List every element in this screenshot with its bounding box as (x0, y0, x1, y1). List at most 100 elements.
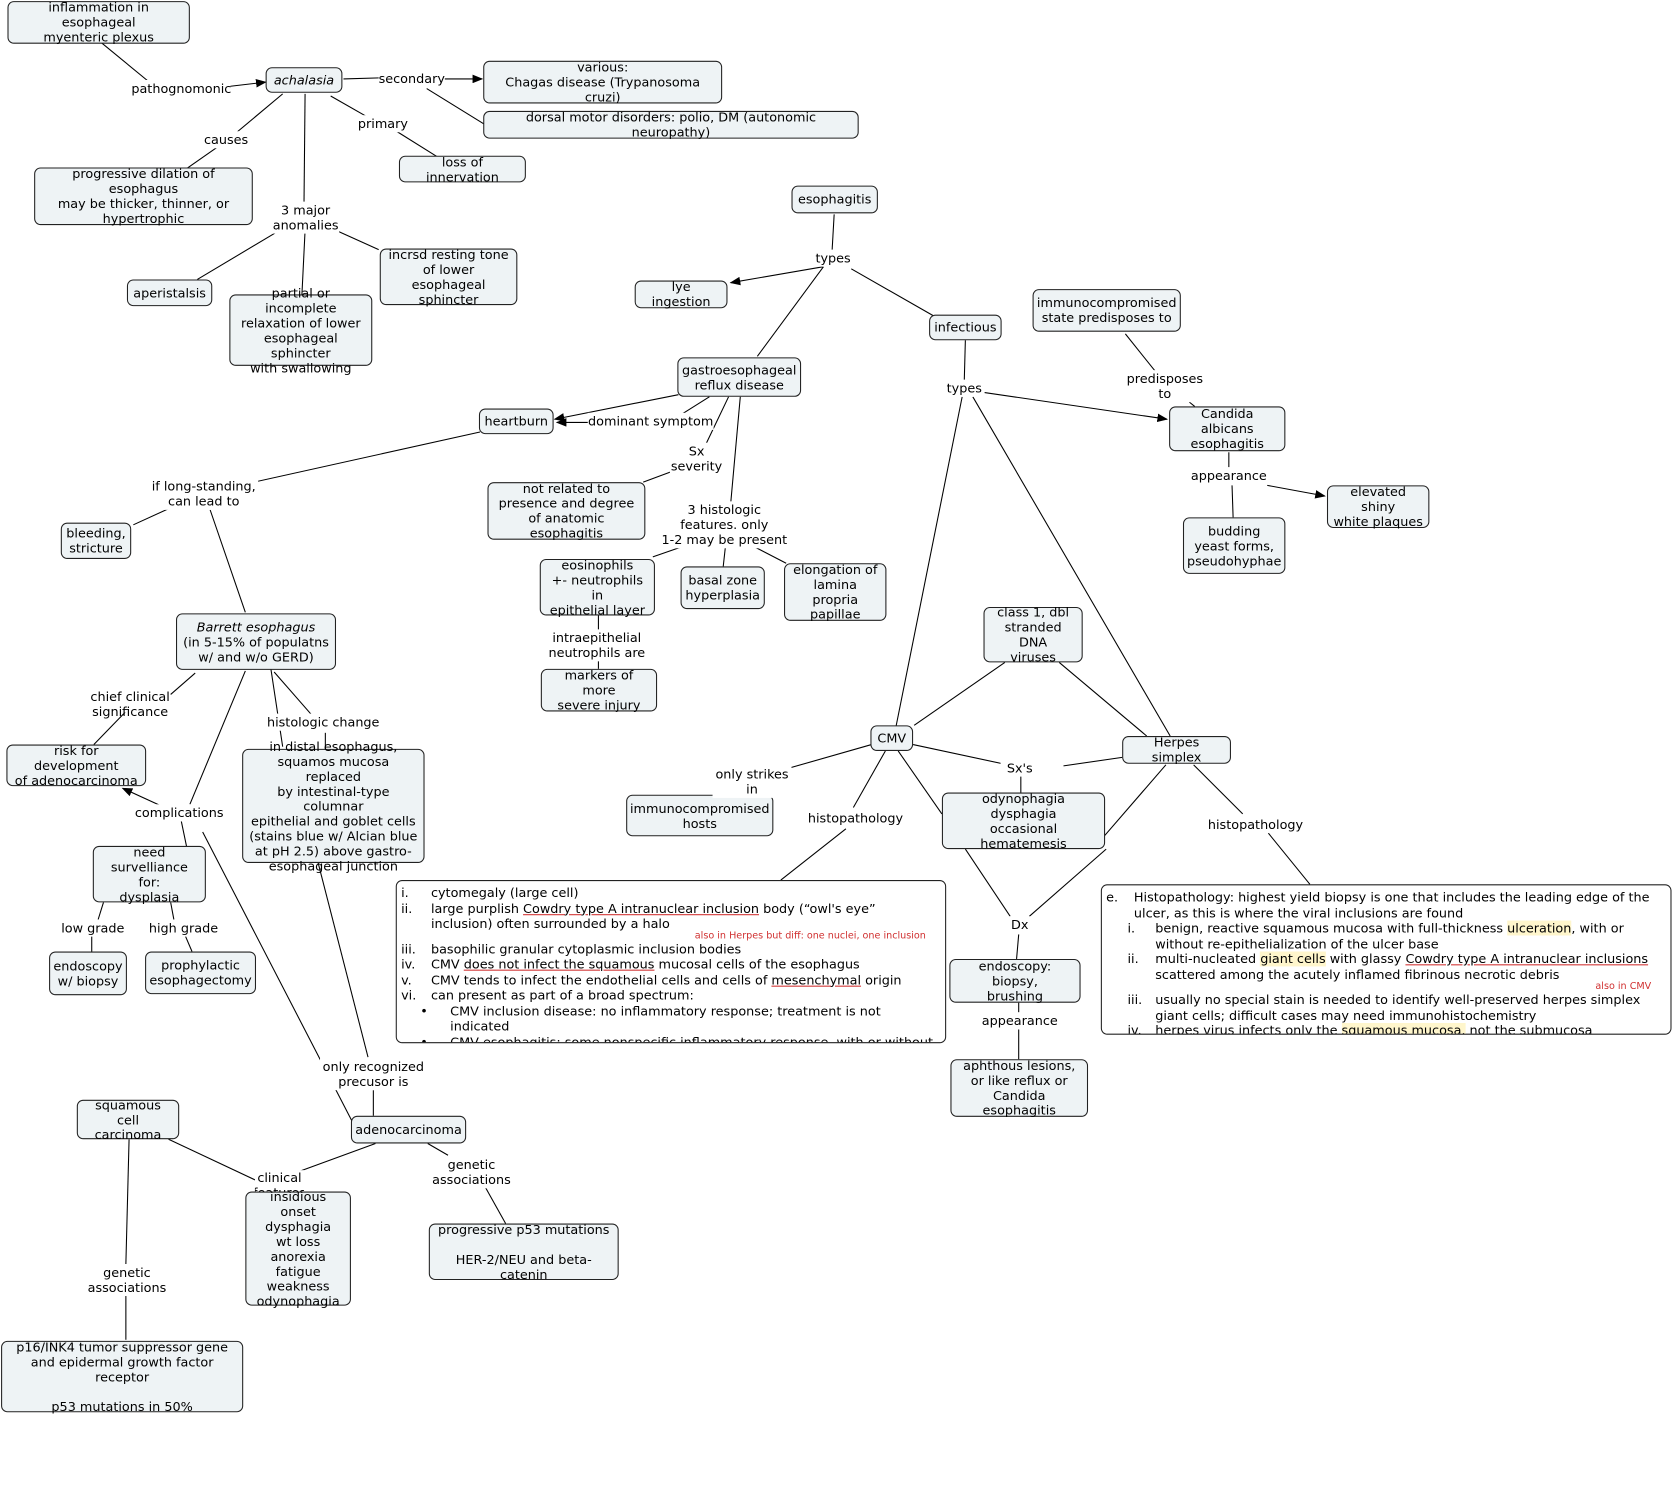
cmv-note-item: •CMV inclusion disease: no inflammatory … (401, 1003, 936, 1034)
label-3-major-anomalies: 3 major anomalies (272, 201, 340, 234)
cmv-note-item-text: can present as part of a broad spectrum: (430, 987, 694, 1003)
cmv-note-item-annotation: also in Herpes but diff: one nuclei, one… (694, 930, 926, 942)
node-herpes-simplex[interactable]: Herpes simplex (1122, 735, 1231, 765)
label-intraepithelial-neutrophils: intraepithelial neutrophils are (546, 629, 648, 662)
herpes-note-item-text: benign, reactive squamous mucosa with fu… (1155, 920, 1624, 951)
node-cmv[interactable]: CMV (870, 725, 914, 751)
cmv-note-item: iii.basophilic granular cytoplasmic incl… (401, 941, 936, 956)
node-achalasia[interactable]: achalasia (265, 67, 343, 93)
label-only-recognized-precursor: only recognized precusor is (320, 1058, 427, 1091)
label-types-infectious: types (944, 379, 985, 397)
label-pathognomonic: pathognomonic (131, 80, 232, 98)
node-infectious[interactable]: infectious (929, 314, 1002, 341)
node-risk-adenocarcinoma[interactable]: risk for development of adenocarcinoma (6, 743, 147, 788)
cmv-note-item-text: large purplish Cowdry type A intranuclea… (431, 901, 937, 942)
cmv-note-item-number: vi. (401, 987, 417, 1003)
herpes-note-item-number: i. (1127, 920, 1136, 936)
node-p53-her2[interactable]: progressive p53 mutations HER-2/NEU and … (428, 1222, 619, 1282)
node-basal-zone-hyperplasia[interactable]: basal zone hyperplasia (680, 566, 765, 610)
label-sxs: Sx's (1000, 759, 1039, 777)
cmv-note-item-text: CMV does not infect the squamous mucosal… (430, 956, 860, 972)
label-histologic-change: histologic change (266, 713, 380, 731)
label-appearance-herpes: appearance (981, 1012, 1059, 1030)
node-class1-dna-viruses[interactable]: class 1, dbl stranded DNA viruses (983, 605, 1083, 665)
cmv-histopathology-note: i.cytomegaly (large cell)ii.large purpli… (395, 880, 947, 1044)
node-endoscopy-biopsy[interactable]: endoscopy w/ biopsy (49, 951, 127, 996)
node-myenteric-inflammation[interactable]: inflammation in esophageal myenteric ple… (7, 0, 190, 45)
node-insidious-onset-features[interactable]: insidious onset dysphagia wt loss anorex… (245, 1189, 351, 1308)
node-immunocompromised-hosts[interactable]: immunocompromised hosts (626, 794, 774, 837)
label-genetic-associations-squamous: genetic associations (85, 1264, 169, 1297)
node-progressive-dilation[interactable]: progressive dilation of esophagus may be… (34, 166, 253, 226)
node-barrett-esophagus[interactable]: Barrett esophagus (in 5-15% of populatns… (176, 613, 337, 670)
herpes-note-item: iii.usually no special stain is needed t… (1106, 992, 1662, 1023)
label-dx: Dx (1006, 916, 1033, 934)
node-candida-esophagitis[interactable]: Candida albicans esophagitis (1169, 406, 1286, 452)
node-lye-ingestion[interactable]: lye ingestion (634, 279, 728, 309)
label-types-esophagitis: types (812, 249, 854, 267)
herpes-note-item: iv.herpes virus infects only the squamou… (1106, 1022, 1662, 1034)
herpes-note-item-number: ii. (1127, 951, 1139, 967)
label-primary: primary (355, 115, 411, 133)
herpes-note-item-text: multi-nucleated giant cells with glassy … (1155, 951, 1662, 992)
node-adenocarcinoma[interactable]: adenocarcinoma (350, 1115, 467, 1144)
cmv-note-item: v. CMV tends to infect the endothelial ce… (401, 972, 936, 987)
node-immunocompromised-state[interactable]: immunocompromised state predisposes to (1032, 289, 1181, 332)
label-causes: causes (200, 131, 252, 149)
cmv-note-item-text: CMV tends to infect the endothelial cell… (430, 972, 902, 988)
herpes-note-item-annotation: also in CMV (1595, 981, 1652, 993)
node-endoscopy-brushing[interactable]: endoscopy: biopsy, brushing (949, 958, 1081, 1003)
barrett-title: Barrett esophagus (196, 619, 316, 635)
herpes-note-item: i. benign, reactive squamous mucosa with … (1106, 920, 1662, 952)
node-heartburn[interactable]: heartburn (478, 408, 554, 435)
herpes-notes-list: e. Histopathology: highest yield biopsy i… (1106, 890, 1662, 1034)
label-dominant-symptom: dominant symptom (587, 412, 714, 430)
herpes-note-item: e. Histopathology: highest yield biopsy i… (1106, 890, 1662, 921)
node-aperistalsis[interactable]: aperistalsis (126, 279, 213, 307)
node-elevated-white-plaques[interactable]: elevated shiny white plaques (1326, 484, 1430, 529)
herpes-note-item-text: Histopathology: highest yield biopsy is … (1133, 889, 1650, 921)
node-squamous-cell-carcinoma[interactable]: squamous cell carcinoma (76, 1097, 180, 1142)
label-high-grade: high grade (147, 919, 220, 937)
cmv-note-item-number: • (420, 1034, 428, 1044)
node-odynophagia-dysphagia[interactable]: odynophagia dysphagia occasional hematem… (941, 791, 1106, 851)
node-gerd[interactable]: gastroesophageal reflux disease (677, 357, 802, 397)
cmv-note-item-text: CMV inclusion disease: no inflammatory r… (450, 1003, 881, 1034)
barrett-detail: (in 5-15% of populatns w/ and w/o GERD) (183, 634, 329, 665)
node-eosinophils[interactable]: eosinophils +- neutrophils in epithelial… (539, 557, 655, 617)
node-need-survelliance[interactable]: need survelliance for: dysplasia (92, 844, 206, 904)
label-complications: complications (133, 804, 226, 822)
node-chagas-disease[interactable]: various: Chagas disease (Trypanosoma cru… (483, 60, 723, 105)
node-p16-ink4[interactable]: p16/INK4 tumor suppressor gene and epide… (1, 1339, 244, 1414)
node-lamina-propria-elongation[interactable]: elongation of lamina propria papillae (784, 562, 887, 622)
cmv-note-item: iv. CMV does not infect the squamous muco… (401, 957, 936, 972)
node-increased-resting-tone[interactable]: incrsd resting tone of lower esophageal … (379, 247, 518, 307)
cmv-note-item-number: iv. (401, 956, 416, 972)
node-esophagitis[interactable]: esophagitis (791, 185, 878, 214)
node-loss-of-innervation[interactable]: loss of innervation (398, 154, 526, 184)
node-budding-yeast[interactable]: budding yeast forms, pseudohyphae (1182, 517, 1286, 574)
cmv-note-item: •CMV esophagitis: some nonspecific infla… (401, 1034, 936, 1044)
herpes-note-item: ii. multi-nucleated giant cells with glas… (1106, 951, 1662, 992)
label-sx-severity: Sx severity (669, 442, 724, 475)
node-aphthous-lesions[interactable]: aphthous lesions, or like reflux or Cand… (950, 1058, 1089, 1118)
node-partial-relaxation[interactable]: partial or incomplete relaxation of lowe… (229, 285, 373, 375)
node-not-related-anatomic[interactable]: not related to presence and degree of an… (487, 481, 646, 541)
node-markers-severe-injury[interactable]: markers of more severe injury (540, 668, 658, 713)
cmv-note-item-number: v. (401, 972, 412, 988)
cmv-note-item: i.cytomegaly (large cell) (401, 885, 936, 900)
node-bleeding-stricture[interactable]: bleeding, stricture (60, 522, 132, 559)
cmv-note-item: vi. can present as part of a broad spectr… (401, 988, 936, 1003)
label-only-strikes-in: only strikes in (712, 765, 792, 798)
label-appearance-candida: appearance (1190, 467, 1268, 485)
herpes-histopathology-note: e. Histopathology: highest yield biopsy i… (1100, 884, 1672, 1035)
node-distal-esophagus-histology[interactable]: in distal esophagus, squamos mucosa repl… (242, 739, 425, 873)
label-genetic-associations-adeno: genetic associations (429, 1156, 514, 1189)
label-histopathology-cmv: histopathology (806, 809, 905, 827)
cmv-note-item: ii.large purplish Cowdry type A intranuc… (401, 901, 936, 942)
node-dorsal-motor-disorders[interactable]: dorsal motor disorders: polio, DM (auton… (483, 110, 859, 140)
node-prophylactic-esophagectomy[interactable]: prophylactic esophagectomy (145, 951, 257, 995)
herpes-note-item-text: usually no special stain is needed to id… (1155, 992, 1641, 1023)
herpes-note-item-number: e. (1106, 889, 1119, 905)
